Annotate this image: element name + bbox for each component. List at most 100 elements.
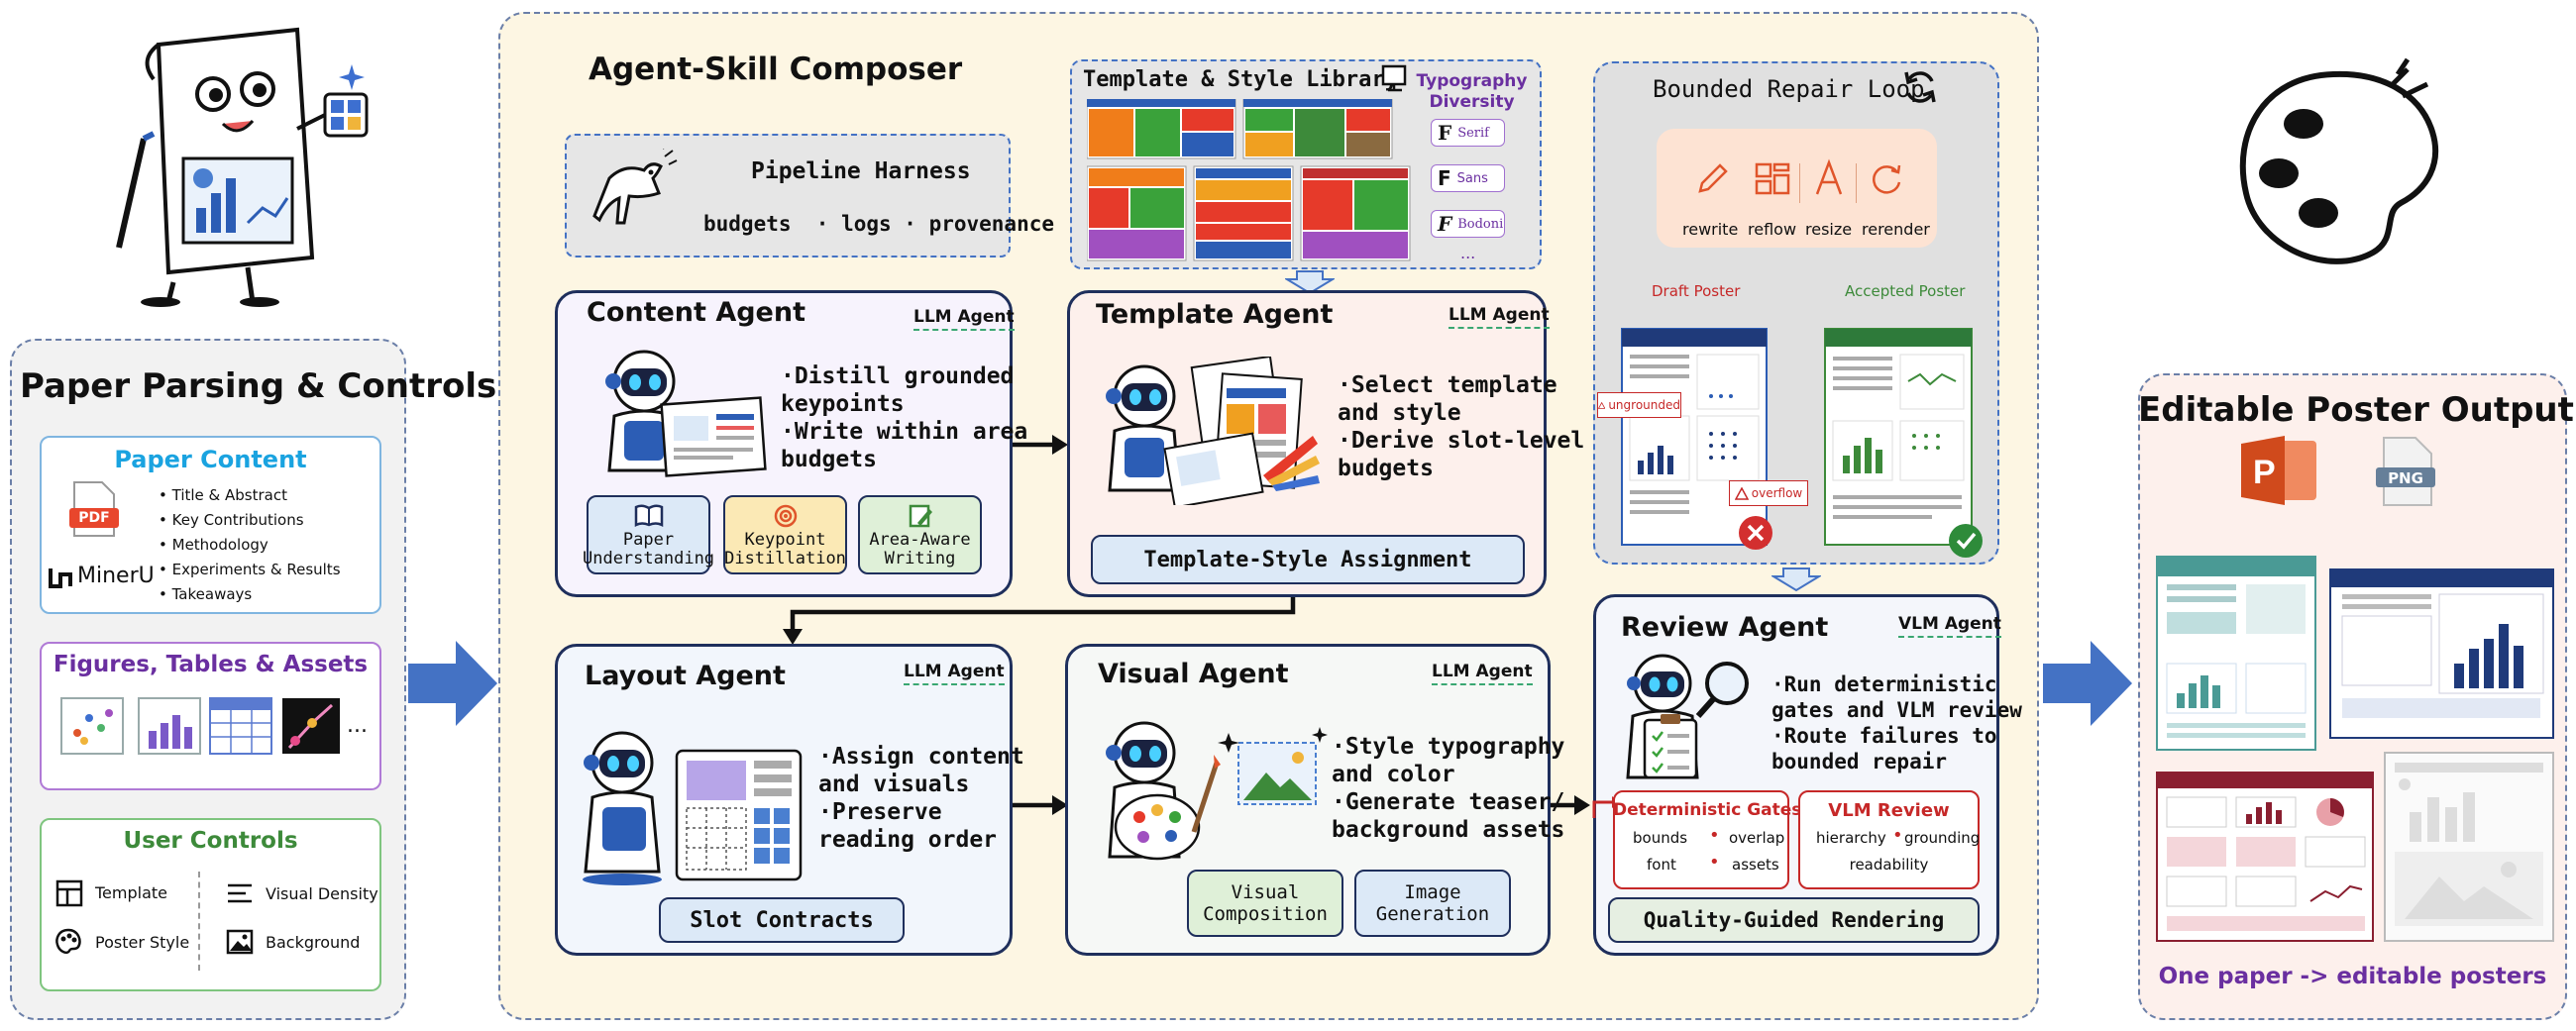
powerpoint-file-icon: P xyxy=(2241,436,2316,505)
template-agent-bullets: ·Select template and style ·Derive slot-… xyxy=(1338,372,1585,481)
vlm-item-readability: readability xyxy=(1849,856,1929,874)
template-to-layout-arrow xyxy=(783,597,1296,645)
warning-icon xyxy=(1734,486,1749,500)
poster-style-palette-icon xyxy=(55,928,81,954)
gate-item-overlap: overlap xyxy=(1729,829,1785,847)
template-control-label: Template xyxy=(95,883,168,902)
layout-to-visual-arrow xyxy=(1013,795,1068,815)
visual-robot-illustration xyxy=(1106,721,1328,861)
ungrounded-warning-tag: ungrounded xyxy=(1597,392,1681,418)
gate-item-bounds: bounds xyxy=(1633,829,1688,847)
horse-icon xyxy=(592,149,678,225)
layout-agent-bullets: ·Assign content and visuals ·Preserve re… xyxy=(818,744,1024,853)
draft-poster-thumbnail xyxy=(1621,328,1768,546)
repair-loop-title: Bounded Repair Loop xyxy=(1653,75,1925,103)
png-file-icon xyxy=(2376,437,2435,506)
mineru-logo-icon xyxy=(48,565,73,590)
pipeline-harness-title: Pipeline Harness xyxy=(751,158,971,184)
layout-agent-tag: LLM Agent xyxy=(904,662,1005,685)
output-poster-previews xyxy=(2156,556,2554,942)
review-robot-illustration xyxy=(1626,654,1749,779)
visual-agent-bullets: ·Style typography and color ·Generate te… xyxy=(1332,734,1565,843)
review-agent-bullets: ·Run deterministic gates and VLM review … xyxy=(1771,672,2022,773)
reject-x-icon xyxy=(1739,516,1772,550)
template-icon xyxy=(55,879,83,907)
repair-ops-box xyxy=(1657,129,1937,248)
paper-content-item: • Methodology xyxy=(159,536,268,554)
quality-guided-rendering-bar: Quality-Guided Rendering xyxy=(1608,897,1980,943)
controls-divider xyxy=(198,872,200,971)
review-agent-title: Review Agent xyxy=(1621,612,1829,643)
refresh-loop-icon xyxy=(1904,71,1936,103)
chip-area-aware-writing: Area-Aware Writing xyxy=(858,495,982,574)
visual-to-review-arrow xyxy=(1551,795,1590,815)
warning-icon xyxy=(1598,401,1606,409)
vlm-item-grounding: grounding xyxy=(1904,829,1981,847)
gate-item-assets: assets xyxy=(1732,856,1779,874)
paper-parsing-title: Paper Parsing & Controls xyxy=(20,366,497,406)
content-agent-tag: LLM Agent xyxy=(913,307,1015,331)
layout-agent-title: Layout Agent xyxy=(585,661,786,691)
user-controls-card xyxy=(40,818,381,991)
resize-font-icon xyxy=(1815,158,1843,195)
target-icon xyxy=(774,504,798,528)
background-image-icon xyxy=(226,929,254,955)
review-agent-tag: VLM Agent xyxy=(1898,614,2001,638)
visual-density-icon xyxy=(228,883,252,903)
figures-card-title: Figures, Tables & Assets xyxy=(53,652,369,677)
accept-check-icon xyxy=(1949,524,1983,558)
deterministic-gates-box xyxy=(1613,790,1789,889)
template-robot-illustration xyxy=(1106,357,1320,505)
chip-paper-understanding: Paper Understanding xyxy=(583,495,714,574)
deterministic-gates-title: Deterministic Gates xyxy=(1613,800,1802,820)
chip-visual-composition: Visual Composition xyxy=(1187,870,1343,937)
content-robot-illustration xyxy=(605,350,767,477)
composer-title: Agent-Skill Composer xyxy=(589,52,963,87)
figures-ellipsis: ... xyxy=(347,713,368,738)
template-agent-title: Template Agent xyxy=(1096,299,1334,330)
template-library-title: Template & Style Library xyxy=(1083,67,1398,92)
chip-keypoint-distillation: Keypoint Distillation xyxy=(723,495,847,574)
figure-thumbnails xyxy=(60,697,340,755)
chip-image-generation: Image Generation xyxy=(1354,870,1511,937)
overflow-warning-tag: overflow xyxy=(1729,480,1808,506)
template-agent-tag: LLM Agent xyxy=(1449,305,1550,329)
review-agent-card xyxy=(1593,594,1999,956)
repair-down-arrow xyxy=(1771,567,1821,592)
mineru-label: MinerU xyxy=(77,564,155,588)
png-file-label: PNG xyxy=(2388,469,2423,487)
gate-bullet: • xyxy=(1709,825,1720,846)
book-icon xyxy=(634,504,664,527)
background-control-label: Background xyxy=(266,933,361,952)
slot-contracts-bar: Slot Contracts xyxy=(659,897,905,943)
repair-op-resize: resize xyxy=(1805,220,1853,239)
edit-icon xyxy=(909,504,932,528)
pipeline-harness-subtitle: budgets · logs · provenance xyxy=(703,212,1055,236)
gate-item-font: font xyxy=(1647,856,1676,874)
paper-content-item: • Takeaways xyxy=(159,585,253,603)
paper-content-item: • Key Contributions xyxy=(159,511,304,529)
library-monitor-icon xyxy=(1381,64,1407,92)
repair-op-rerender: rerender xyxy=(1862,220,1930,239)
vlm-review-title: VLM Review xyxy=(1828,800,1950,821)
repair-ops-divider xyxy=(1799,163,1800,203)
content-to-template-arrow xyxy=(1013,435,1068,455)
accepted-poster-thumbnail xyxy=(1824,328,1973,546)
vlm-bullet: • xyxy=(1892,825,1903,846)
font-more-ellipsis: ... xyxy=(1460,244,1476,262)
repair-ops-divider xyxy=(1856,163,1857,203)
paper-content-item: • Experiments & Results xyxy=(159,561,341,578)
gate-bullet: • xyxy=(1709,852,1720,873)
content-agent-title: Content Agent xyxy=(587,297,805,328)
output-caption: One paper -> editable posters xyxy=(2158,964,2547,989)
pdf-file-icon: PDF xyxy=(69,480,119,538)
paper-mascot-illustration xyxy=(116,27,369,307)
paper-content-list: • Title & Abstract • Key Contributions •… xyxy=(159,483,341,607)
content-agent-bullets: ·Distill grounded keypoints ·Write withi… xyxy=(781,363,1028,472)
layout-robot-illustration xyxy=(583,731,803,885)
typography-diversity-label: Typography Diversity xyxy=(1416,71,1528,112)
rewrite-icon xyxy=(1698,163,1728,193)
user-controls-title: User Controls xyxy=(123,828,298,854)
